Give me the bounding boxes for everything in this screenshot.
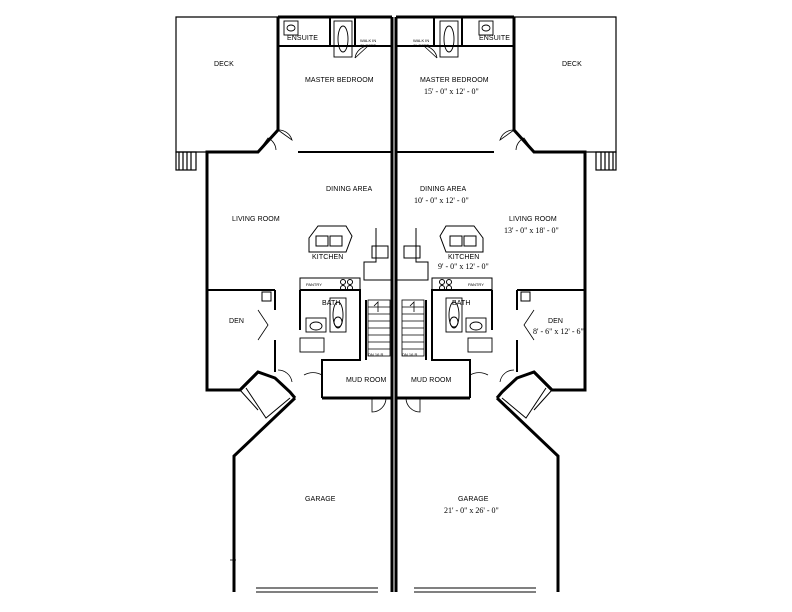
exterior-walls <box>205 15 587 592</box>
doors <box>230 45 535 561</box>
stairs <box>367 299 425 357</box>
right-walk-in-closet-label: WALK IN CLOSET <box>413 38 430 48</box>
right-master-bedroom-label: MASTER BEDROOM <box>420 77 489 84</box>
left-walk-in-closet-label: WALK IN CLOSET <box>360 38 377 48</box>
right-kitchen-label: KITCHEN <box>448 254 480 261</box>
left-ensuite-label: ENSUITE <box>287 35 319 42</box>
left-garage-label: GARAGE <box>305 496 336 503</box>
left-mud-room-label: MUD ROOM <box>346 377 387 384</box>
utility-markers <box>261 291 531 302</box>
right-master-bedroom-size: 15' - 0" x 12' - 0" <box>424 87 479 96</box>
left-stairs-label: DN 16 R <box>368 352 384 357</box>
left-kitchen-label: KITCHEN <box>312 254 344 261</box>
right-deck-label: DECK <box>562 61 582 68</box>
right-den-label: DEN <box>548 318 564 325</box>
left-master-bedroom-label: MASTER BEDROOM <box>305 77 374 84</box>
decks <box>175 16 617 171</box>
right-bath-label: BATH <box>452 300 471 307</box>
right-mud-room-label: MUD ROOM <box>411 377 452 384</box>
kitchen-fixtures <box>299 225 493 291</box>
right-kitchen-size: 9' - 0" x 12' - 0" <box>438 262 489 271</box>
right-garage-size: 21' - 0" x 26' - 0" <box>444 506 499 515</box>
left-deck-label: DECK <box>214 61 234 68</box>
right-living-room-size: 13' - 0" x 18' - 0" <box>504 226 559 235</box>
right-garage-label: GARAGE <box>458 496 489 503</box>
left-pantry-label: PANTRY <box>306 282 322 287</box>
left-dining-area-label: DINING AREA <box>326 186 373 193</box>
bath-fixtures <box>283 20 494 353</box>
right-living-room-label: LIVING ROOM <box>509 216 557 223</box>
left-living-room-label: LIVING ROOM <box>232 216 280 223</box>
garage-details <box>239 387 553 593</box>
left-den-label: DEN <box>229 318 245 325</box>
right-dining-area-label: DINING AREA <box>420 186 467 193</box>
right-ensuite-label: ENSUITE <box>479 35 511 42</box>
right-stairs-label: DN 16 R <box>402 352 418 357</box>
right-pantry-label: PANTRY <box>468 282 484 287</box>
right-dining-area-size: 10' - 0" x 12' - 0" <box>414 196 469 205</box>
right-den-size: 8' - 6" x 12' - 6" <box>533 327 584 336</box>
left-bath-label: BATH <box>322 300 341 307</box>
